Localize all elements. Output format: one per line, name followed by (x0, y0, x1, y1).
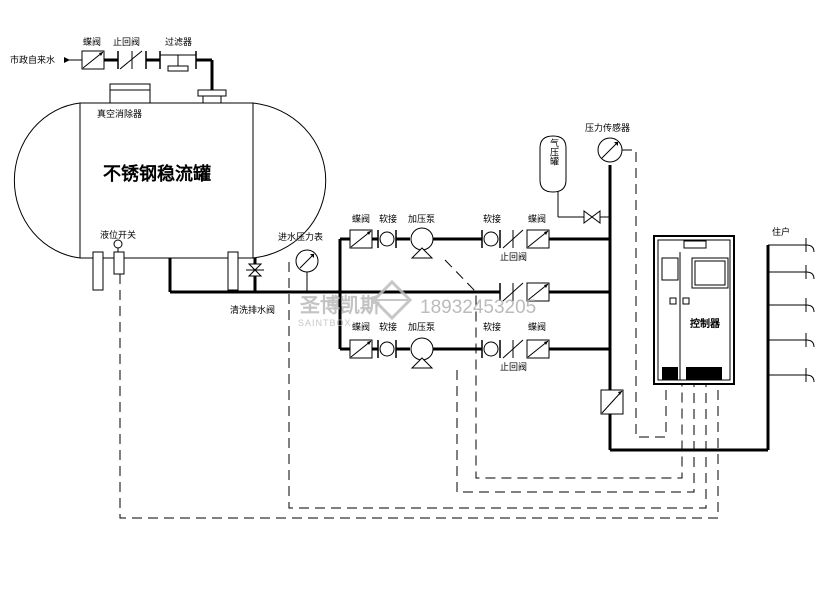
watermark: 圣博凯斯 SAINTBOX 18932453205 (298, 279, 536, 328)
watermark-phone: 18932453205 (420, 297, 536, 318)
drain-valve-icon (246, 263, 264, 277)
header-butterfly-valve-icon (600, 389, 624, 415)
stainless-tank (13, 102, 327, 259)
pump1-butterfly-out-label: 蝶阀 (528, 213, 546, 225)
filter-icon (159, 51, 197, 72)
vacuum-eliminator-label: 真空消除器 (97, 108, 142, 120)
watermark-logo-icon (371, 279, 413, 321)
pump-row-2 (340, 337, 610, 369)
municipal-water-label: 市政自来水 (10, 54, 55, 66)
inlet-check-valve-label: 止回阀 (113, 36, 140, 48)
inlet-pressure-gauge-icon (295, 249, 319, 292)
inlet-butterfly-valve-icon (81, 50, 105, 70)
level-switch-icon (92, 239, 125, 291)
bypass-row (340, 282, 610, 302)
tank-leg-icon (227, 251, 239, 291)
filter-label: 过滤器 (165, 36, 192, 48)
pump2-booster-pump-label: 加压泵 (408, 322, 435, 333)
inlet-butterfly-valve-label: 蝶阀 (83, 36, 101, 48)
drain-valve-label: 清洗排水阀 (230, 304, 275, 316)
residents-label: 住户 (772, 226, 790, 238)
pump1-booster-pump-label: 加压泵 (408, 214, 435, 225)
pressure-sensor-label: 压力传感器 (585, 122, 630, 134)
pump2-soft-joint-label: 软接 (379, 321, 397, 333)
tank-title: 不锈钢稳流罐 (103, 163, 211, 185)
inlet-check-valve-icon (117, 50, 147, 70)
inlet-flange-icon (197, 89, 227, 104)
controller-label: 控制器 (690, 317, 721, 330)
controller-cabinet (653, 235, 735, 385)
pump1-soft-joint-label: 软接 (379, 213, 397, 225)
pump1-butterfly-label: 蝶阀 (352, 213, 370, 225)
pressure-sensor-icon (597, 137, 623, 163)
pump2-soft-joint-out-label: 软接 (483, 321, 501, 333)
pump-row-1 (340, 227, 610, 259)
vacuum-eliminator-icon (109, 83, 151, 104)
pump2-butterfly-out-label: 蝶阀 (528, 321, 546, 333)
watermark-brand: 圣博凯斯 (300, 293, 380, 317)
air-tank-label: 气压罐 (548, 137, 559, 166)
control-signal-lines (119, 149, 719, 519)
inlet-line (64, 57, 214, 90)
air-pressure-tank-icon (539, 135, 610, 224)
pump1-check-valve-label: 止回阀 (500, 251, 527, 263)
pump2-butterfly-label: 蝶阀 (352, 321, 370, 333)
inlet-pressure-gauge-label: 进水压力表 (278, 231, 323, 243)
watermark-brand-en: SAINTBOX (298, 318, 352, 328)
pump2-check-valve-label: 止回阀 (500, 361, 527, 373)
resident-taps (768, 238, 815, 383)
pump1-soft-joint-out-label: 软接 (483, 213, 501, 225)
level-switch-label: 液位开关 (100, 229, 136, 241)
